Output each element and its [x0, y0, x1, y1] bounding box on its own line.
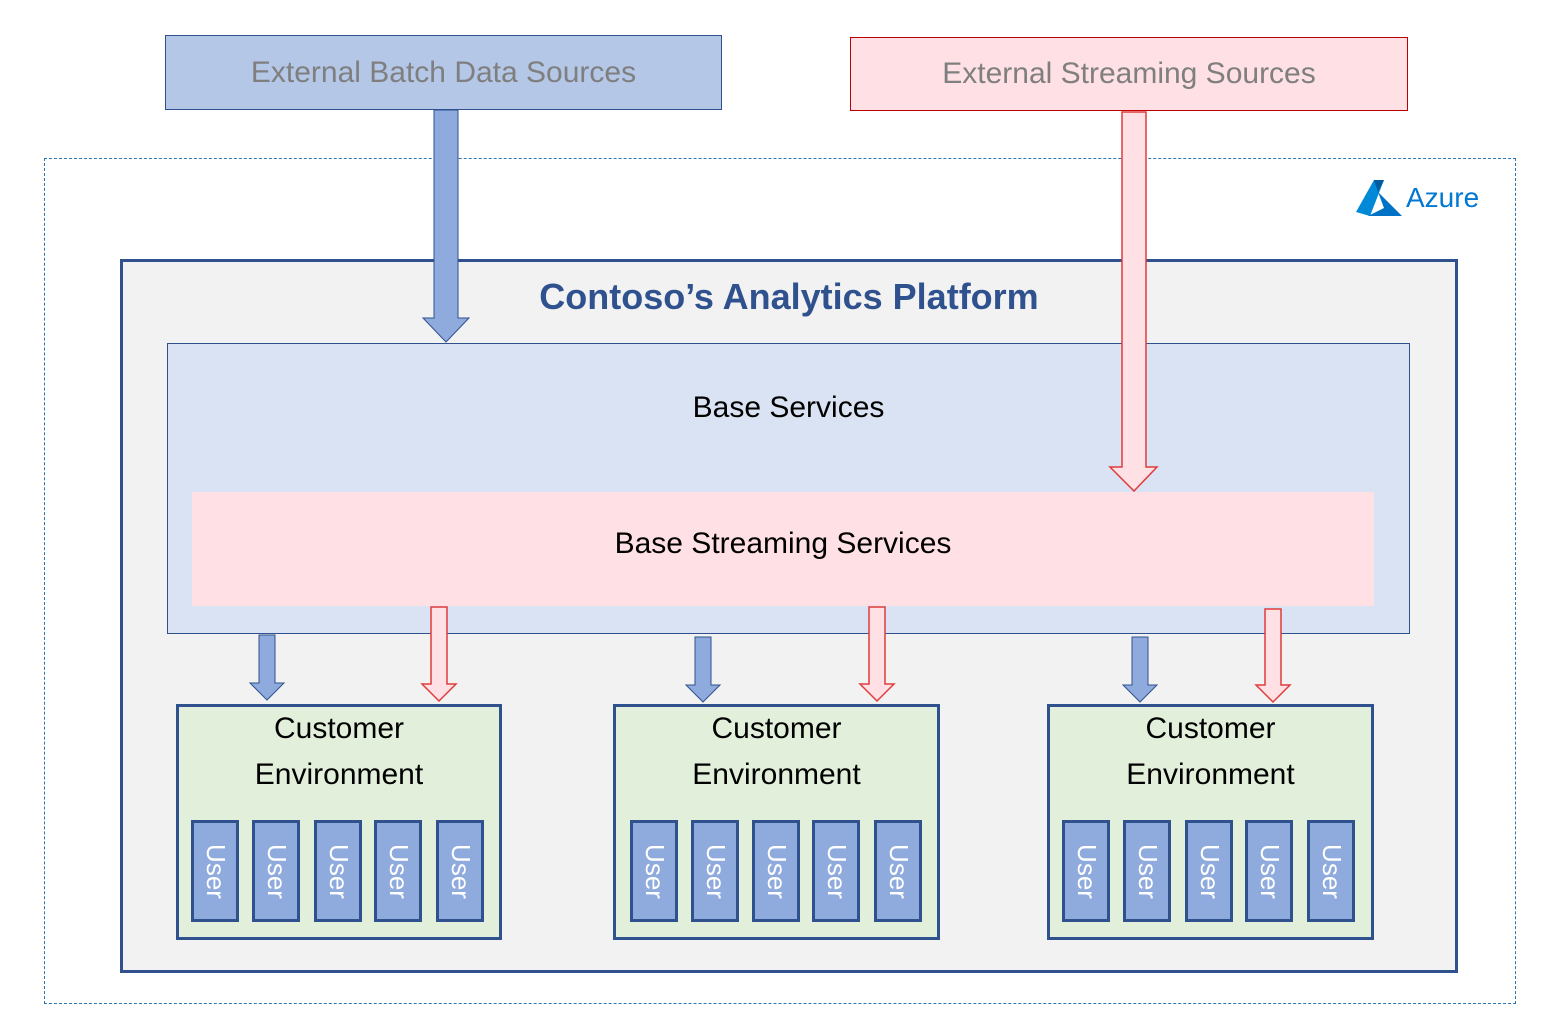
user-box: User: [1307, 820, 1355, 922]
batch-flow-arrow: [421, 109, 471, 343]
azure-logo-icon: [1356, 180, 1402, 216]
external-streaming-sources-label: External Streaming Sources: [942, 57, 1316, 90]
platform-title: Contoso’s Analytics Platform: [539, 276, 1039, 317]
user-box: User: [1245, 820, 1293, 922]
user-box: User: [630, 820, 678, 922]
customer-environment-label: Customer Environment: [254, 712, 424, 791]
user-box: User: [1185, 820, 1233, 922]
stream-to-environment-arrow: [858, 606, 896, 703]
user-box: User: [691, 820, 739, 922]
azure-boundary: [44, 158, 1516, 1004]
base-streaming-services-label: Base Streaming Services: [614, 527, 952, 560]
user-box: User: [874, 820, 922, 922]
customer-environment-label: Customer Environment: [692, 712, 861, 791]
batch-to-environment-arrow: [248, 634, 286, 701]
stream-to-environment-arrow: [420, 606, 458, 703]
user-box: User: [314, 820, 362, 922]
user-box: User: [252, 820, 300, 922]
azure-label: Azure: [1406, 182, 1480, 213]
external-batch-sources-label: External Batch Data Sources: [250, 55, 637, 89]
user-box: User: [191, 820, 239, 922]
external-batch-sources-box: External Batch Data Sources: [165, 35, 722, 110]
stream-to-environment-arrow: [1254, 608, 1292, 704]
batch-to-environment-arrow: [684, 636, 722, 703]
streaming-flow-arrow: [1108, 111, 1159, 493]
user-box: User: [1062, 820, 1110, 922]
user-box: User: [374, 820, 422, 922]
user-box: User: [812, 820, 860, 922]
customer-environment-label: Customer Environment: [1126, 712, 1295, 791]
base-streaming-services-box: [192, 492, 1374, 606]
azure-logo: Azure: [1354, 178, 1494, 218]
base-services-label: Base Services: [692, 391, 885, 424]
batch-to-environment-arrow: [1121, 636, 1159, 703]
user-box: User: [752, 820, 800, 922]
user-box: User: [1123, 820, 1171, 922]
external-streaming-sources-box: External Streaming Sources: [850, 37, 1408, 111]
user-box: User: [436, 820, 484, 922]
